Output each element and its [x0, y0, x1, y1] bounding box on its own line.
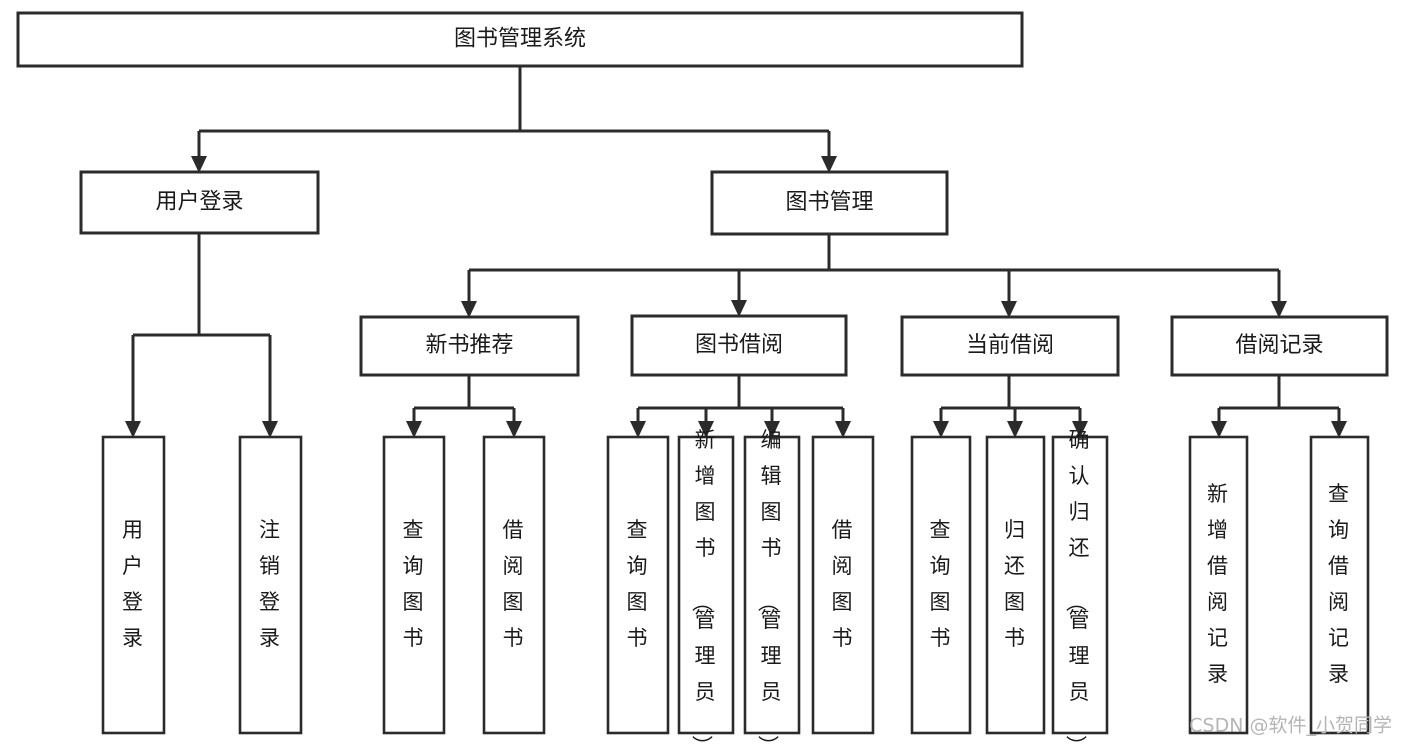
node-label-root: 图书管理系统: [454, 27, 586, 52]
node-label-borrow-record: 借阅记录: [1235, 333, 1323, 358]
node-label-user-login: 用户登录: [155, 190, 243, 215]
csdn-watermark: CSDN @软件_小贺同学: [1189, 715, 1392, 737]
node-label-book-manage: 图书管理: [785, 190, 873, 215]
node-label-leaf-borrow-book-rec: 借阅图书: [503, 518, 526, 650]
node-label-leaf-logout: 注销登录: [259, 518, 282, 650]
node-box-leaf-query-book-borrow[interactable]: [606, 435, 670, 735]
node-box-leaf-add-record[interactable]: [1188, 435, 1249, 735]
node-box-user-login[interactable]: [79, 170, 320, 235]
node-book-manage[interactable]: 图书管理: [710, 170, 949, 236]
node-label-leaf-confirm-return: 确认归还（管理员）: [1064, 428, 1092, 747]
node-box-leaf-return-book[interactable]: [985, 435, 1046, 735]
node-box-leaf-add-book[interactable]: [677, 435, 735, 735]
node-label-book-borrow: 图书借阅: [695, 333, 783, 358]
node-box-root[interactable]: [16, 11, 1024, 68]
node-leaf-query-record[interactable]: 查询借阅记录: [1309, 435, 1370, 735]
node-box-current-borrow[interactable]: [900, 315, 1120, 377]
node-label-current-borrow: 当前借阅: [966, 333, 1054, 358]
node-root[interactable]: 图书管理系统: [16, 11, 1024, 68]
node-label-leaf-query-book-current: 查询图书: [930, 518, 953, 650]
node-current-borrow[interactable]: 当前借阅: [900, 315, 1120, 377]
node-label-leaf-borrow-book: 借阅图书: [832, 518, 855, 650]
connector-bus-user-login: [125, 233, 278, 438]
node-box-book-manage[interactable]: [710, 170, 949, 236]
connector-bus-book-borrow: [630, 375, 851, 438]
node-box-leaf-borrow-book[interactable]: [811, 435, 875, 735]
node-leaf-add-record[interactable]: 新增借阅记录: [1188, 435, 1249, 735]
connector-layer: [125, 66, 1347, 438]
node-label-leaf-add-record: 新增借阅记录: [1207, 482, 1230, 686]
node-label-leaf-edit-book: 编辑图书（管理员）: [756, 428, 784, 747]
connector-bus-book-manage: [461, 234, 1287, 318]
node-box-leaf-borrow-book-rec[interactable]: [482, 435, 546, 735]
node-leaf-return-book[interactable]: 归还图书: [985, 435, 1046, 735]
node-label-leaf-add-book: 新增图书（管理员）: [690, 428, 718, 747]
node-box-leaf-user-login[interactable]: [101, 435, 166, 735]
node-leaf-query-book-current[interactable]: 查询图书: [910, 435, 972, 735]
connector-bus-borrow-record: [1211, 375, 1347, 438]
node-label-leaf-user-login: 用户登录: [122, 518, 145, 650]
node-borrow-record[interactable]: 借阅记录: [1170, 315, 1389, 377]
node-box-leaf-logout[interactable]: [238, 435, 303, 735]
node-label-leaf-query-record: 查询借阅记录: [1328, 482, 1351, 686]
node-new-book-rec[interactable]: 新书推荐: [359, 315, 580, 377]
node-box-leaf-query-record[interactable]: [1309, 435, 1370, 735]
node-leaf-confirm-return[interactable]: 确认归还（管理员）: [1051, 428, 1109, 747]
node-box-leaf-query-book-rec[interactable]: [382, 435, 446, 735]
node-leaf-user-login[interactable]: 用户登录: [101, 435, 166, 735]
connector-bus-root: [191, 66, 837, 173]
node-box-borrow-record[interactable]: [1170, 315, 1389, 377]
node-label-leaf-query-book-rec: 查询图书: [403, 518, 426, 650]
node-box-leaf-confirm-return[interactable]: [1051, 435, 1109, 735]
node-leaf-query-book-borrow[interactable]: 查询图书: [606, 435, 670, 735]
node-user-login[interactable]: 用户登录: [79, 170, 320, 235]
node-label-new-book-rec: 新书推荐: [425, 333, 513, 358]
node-box-leaf-query-book-current[interactable]: [910, 435, 972, 735]
node-book-borrow[interactable]: 图书借阅: [630, 314, 848, 377]
node-leaf-query-book-rec[interactable]: 查询图书: [382, 435, 446, 735]
node-label-leaf-return-book: 归还图书: [1004, 518, 1027, 650]
node-layer: 图书管理系统用户登录图书管理新书推荐图书借阅当前借阅借阅记录用户登录注销登录查询…: [16, 11, 1389, 747]
watermark-layer: CSDN @软件_小贺同学: [1189, 715, 1392, 737]
node-box-book-borrow[interactable]: [630, 314, 848, 377]
node-leaf-add-book[interactable]: 新增图书（管理员）: [677, 428, 735, 747]
node-leaf-borrow-book[interactable]: 借阅图书: [811, 435, 875, 735]
node-leaf-borrow-book-rec[interactable]: 借阅图书: [482, 435, 546, 735]
connector-bus-new-book-rec: [406, 375, 522, 438]
node-box-new-book-rec[interactable]: [359, 315, 580, 377]
node-box-leaf-edit-book[interactable]: [743, 435, 801, 735]
connector-bus-current-borrow: [933, 375, 1088, 438]
node-leaf-logout[interactable]: 注销登录: [238, 435, 303, 735]
node-leaf-edit-book[interactable]: 编辑图书（管理员）: [743, 428, 801, 747]
node-label-leaf-query-book-borrow: 查询图书: [627, 518, 650, 650]
